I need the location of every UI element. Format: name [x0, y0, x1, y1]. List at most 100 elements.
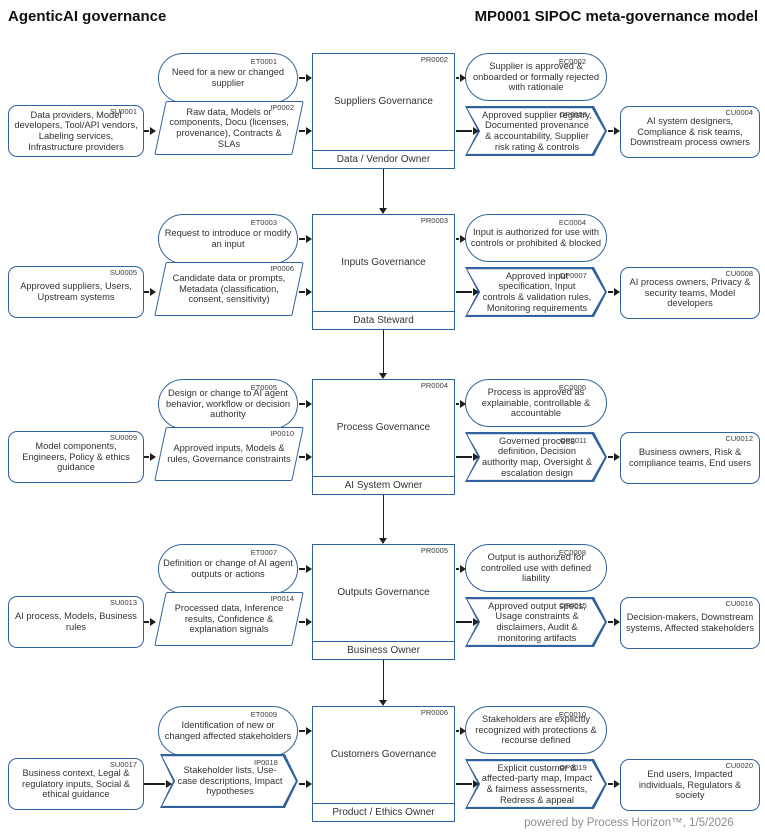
outcome-id: EC0006	[558, 383, 586, 392]
flow-arrow-input-to-process	[299, 453, 312, 460]
process-owner-band: Data Steward	[313, 311, 454, 329]
process-name: Customers Governance	[330, 749, 437, 761]
process-owner-band: Data / Vendor Owner	[313, 150, 454, 168]
flow-arrow-process-to-output	[456, 127, 479, 134]
input-id: IP0018	[254, 757, 278, 767]
flow-arrow-input-to-process	[299, 618, 312, 625]
supplier-text: Model components, Engineers, Policy & et…	[22, 441, 130, 473]
event-trigger-shape: ET0009 Identification of new or changed …	[158, 706, 298, 756]
event-trigger-id: ET0001	[250, 57, 277, 66]
diagram-title: AgenticAI governance	[8, 8, 167, 25]
flow-arrow-trigger-to-process	[299, 565, 312, 572]
customer-box: CU0020 End users, Impacted individuals, …	[620, 759, 760, 811]
process-name: Process Governance	[336, 422, 431, 434]
event-trigger-text: Definition or change of AI agent outputs…	[163, 558, 293, 579]
outcome-id: EC0004	[558, 218, 586, 227]
flow-arrow-output-to-customer	[608, 618, 620, 625]
flow-arrow-supplier-to-input	[144, 127, 156, 134]
outcome-shape: EC0008 Output is authorized for controll…	[465, 544, 607, 592]
output-id: OP0007	[559, 270, 587, 280]
input-parallelogram-content: IP0002 Raw data, Models or components, D…	[161, 102, 297, 154]
output-chevron-content: OP0003 Approved supplier registry, Docum…	[467, 108, 605, 154]
sipoc-row: SU0013 AI process, Models, Business rule…	[0, 544, 765, 716]
customer-id: CU0004	[725, 108, 753, 117]
process-id: PR0006	[420, 708, 448, 717]
flow-arrow-supplier-to-input	[144, 453, 156, 460]
flow-arrow-output-to-customer	[608, 453, 620, 460]
model-title: MP0001 SIPOC meta-governance model	[474, 8, 758, 25]
supplier-id: SU0009	[109, 433, 137, 442]
process-box: PR0005 Outputs Governance Business Owner	[312, 544, 455, 660]
flow-arrow-output-to-customer	[608, 127, 620, 134]
output-chevron: OP0011 Governed process definition, Deci…	[465, 432, 607, 482]
process-box: PR0003 Inputs Governance Data Steward	[312, 214, 455, 330]
customer-text: Business owners, Risk & compliance teams…	[629, 447, 751, 468]
flow-arrow-supplier-to-input	[144, 618, 156, 625]
process-box: PR0002 Suppliers Governance Data / Vendo…	[312, 53, 455, 169]
output-chevron: OP0003 Approved supplier registry, Docum…	[465, 106, 607, 156]
supplier-box: SU0017 Business context, Legal & regulat…	[8, 758, 144, 810]
flow-arrow-process-to-output	[456, 453, 479, 460]
process-chain-arrow	[379, 660, 386, 706]
customer-box: CU0004 AI system designers, Compliance &…	[620, 106, 760, 158]
input-text: Candidate data or prompts, Metadata (cla…	[172, 273, 286, 305]
output-chevron: OP0015 Approved output specs, Usage cons…	[465, 597, 607, 647]
input-id: IP0006	[270, 263, 294, 273]
input-chevron-content: IP0018 Stakeholder lists, Use-case descr…	[162, 756, 296, 806]
output-text: Approved supplier registry, Documented p…	[482, 109, 592, 152]
sipoc-row: SU0005 Approved suppliers, Users, Upstre…	[0, 214, 765, 386]
customer-id: CU0008	[725, 269, 753, 278]
supplier-id: SU0013	[109, 598, 137, 607]
process-id: PR0003	[420, 216, 448, 225]
flow-arrow-trigger-to-process	[299, 400, 312, 407]
process-chain-arrow	[379, 169, 386, 214]
customer-box: CU0012 Business owners, Risk & complianc…	[620, 432, 760, 484]
process-box: PR0006 Customers Governance Product / Et…	[312, 706, 455, 822]
output-chevron-content: OP0011 Governed process definition, Deci…	[467, 434, 605, 480]
input-parallelogram-content: IP0006 Candidate data or prompts, Metada…	[161, 263, 297, 315]
output-chevron-content: OP0015 Approved output specs, Usage cons…	[467, 599, 605, 645]
customer-id: CU0016	[725, 599, 753, 608]
flow-arrow-output-to-customer	[608, 780, 620, 787]
flow-arrow-input-to-process	[299, 288, 312, 295]
process-id: PR0005	[420, 546, 448, 555]
input-text: Processed data, Inference results, Confi…	[174, 603, 284, 635]
input-id: IP0010	[270, 428, 294, 438]
flow-arrow-process-to-outcome	[456, 727, 466, 734]
sipoc-row: SU0009 Model components, Engineers, Poli…	[0, 379, 765, 551]
flow-arrow-output-to-customer	[608, 288, 620, 295]
process-owner-band: Product / Ethics Owner	[313, 803, 454, 821]
process-chain-arrow	[379, 330, 386, 379]
process-id: PR0002	[420, 55, 448, 64]
input-text: Stakeholder lists, Use-case descriptions…	[177, 765, 283, 797]
customer-text: AI system designers, Compliance & risk t…	[630, 116, 750, 148]
supplier-box: SU0009 Model components, Engineers, Poli…	[8, 431, 144, 483]
event-trigger-shape: ET0003 Request to introduce or modify an…	[158, 214, 298, 264]
flow-arrow-process-to-output	[456, 288, 479, 295]
supplier-box: SU0013 AI process, Models, Business rule…	[8, 596, 144, 648]
flow-arrow-trigger-to-process	[299, 727, 312, 734]
output-id: OP0011	[559, 435, 587, 445]
event-trigger-id: ET0003	[250, 218, 277, 227]
sipoc-row: SU0017 Business context, Legal & regulat…	[0, 706, 765, 836]
output-chevron-content: OP0007 Approved input specification, Inp…	[467, 269, 605, 315]
process-owner-band: Business Owner	[313, 641, 454, 659]
output-id: OP0019	[559, 762, 587, 772]
process-name: Suppliers Governance	[334, 96, 433, 108]
supplier-text: Business context, Legal & regulatory inp…	[21, 768, 130, 800]
supplier-id: SU0017	[109, 760, 137, 769]
process-name: Outputs Governance	[337, 587, 430, 599]
output-chevron: OP0019 Explicit customer & affected-part…	[465, 759, 607, 809]
outcome-text: Input is authorized for use with control…	[470, 227, 602, 248]
output-text: Approved input specification, Input cont…	[482, 270, 592, 313]
event-trigger-text: Request to introduce or modify an input	[164, 228, 292, 249]
flow-arrow-process-to-outcome	[456, 74, 466, 81]
process-chain-arrow	[379, 495, 386, 544]
input-text: Approved inputs, Models & rules, Governa…	[167, 443, 291, 464]
event-trigger-shape: ET0007 Definition or change of AI agent …	[158, 544, 298, 594]
flow-arrow-process-to-outcome	[456, 400, 466, 407]
customer-box: CU0008 AI process owners, Privacy & secu…	[620, 267, 760, 319]
flow-arrow-input-to-process	[299, 127, 312, 134]
output-text: Approved output specs, Usage constraints…	[488, 600, 586, 643]
